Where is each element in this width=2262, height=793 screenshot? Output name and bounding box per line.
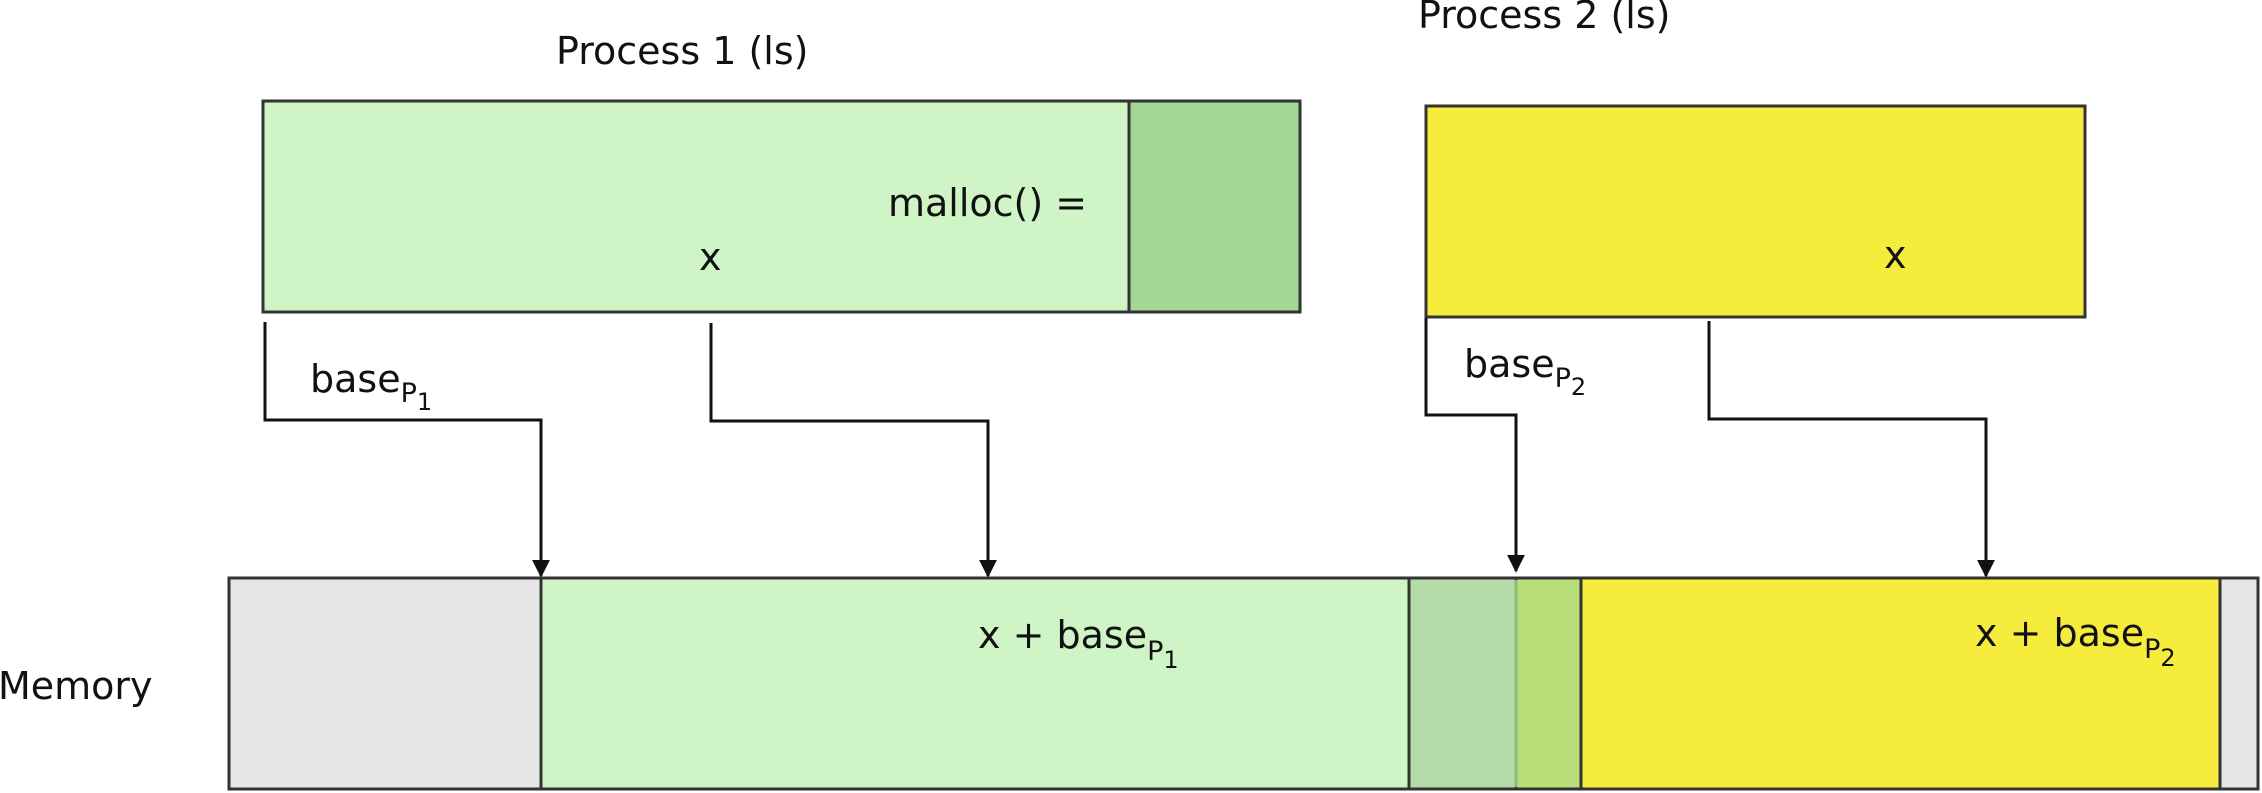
memory-process2-region [1579,576,2222,791]
process1-base-arrow [263,322,550,578]
process1-base-text: base [310,357,401,401]
memory-free-right [2218,576,2260,791]
process2-base-label: baseP2 [1464,342,1586,401]
process1-malloc-label: malloc() = [888,181,1087,225]
process1-heap-region [1127,99,1302,314]
process2-var-x: x [1884,233,1907,277]
memory-p2-address-prefix: x + base [1975,611,2144,655]
memory-shared-dark-region [1514,576,1583,791]
process1-x-arrow [709,323,997,578]
memory-p1-address-subscript-index: 1 [1163,646,1178,674]
memory-p1-address-subscript: P [1147,636,1163,667]
process2-address-space [1424,104,2087,319]
memory-p1-address-label: x + baseP1 [978,613,1179,674]
memory-p2-address-subscript: P [2144,634,2160,665]
process1-base-subscript: P [401,378,417,409]
physical-memory [227,576,2260,791]
process2-base-subscript-index: 2 [1571,373,1586,401]
process2-base-subscript: P [1555,363,1571,394]
process1-base-label: baseP1 [310,357,432,416]
process1-base-subscript-index: 1 [417,388,432,416]
memory-p2-address-label: x + baseP2 [1975,611,2176,672]
memory-free-left [227,576,543,791]
memory-process1-region [539,576,1411,791]
memory-label: Memory [0,664,153,708]
process2-base-arrow [1424,318,1525,573]
process1-var-x: x [699,235,722,279]
process2-base-text: base [1464,342,1555,386]
memory-p2-address-subscript-index: 2 [2160,644,2175,672]
process1-address-space [261,99,1302,314]
process2-title: Process 2 (ls) [1418,0,1671,37]
memory-p1-address-prefix: x + base [978,613,1147,657]
process2-x-arrow [1707,321,1995,578]
process1-title: Process 1 (ls) [556,29,809,73]
process1-body [261,99,1131,314]
memory-shared-light-region [1407,576,1518,791]
